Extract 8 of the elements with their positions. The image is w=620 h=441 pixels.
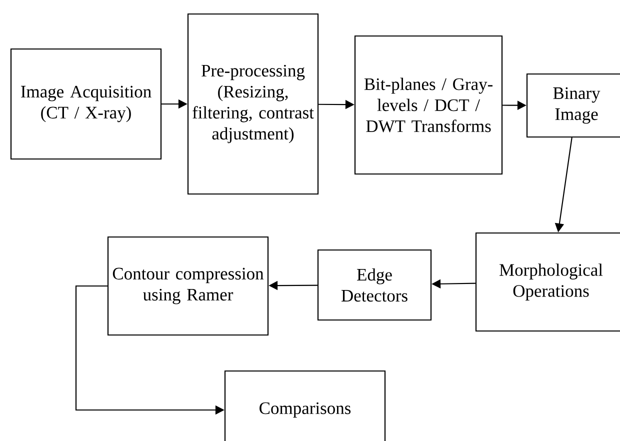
process-box: Bit-planes / Gray-levels / DCT / DWT Transforms	[354, 35, 503, 175]
process-box: Image Acquisition (CT / X-ray)	[10, 48, 162, 160]
process-box: Edge Detectors	[317, 249, 432, 321]
process-box: Comparisons	[224, 370, 386, 441]
process-box: Contour compression using Ramer	[107, 236, 269, 336]
process-box: Pre-processing (Resizing, filtering, contrast adjustment)	[187, 13, 319, 195]
process-box: Morphological Operations	[475, 232, 620, 332]
process-box: Binary Image	[526, 73, 620, 138]
